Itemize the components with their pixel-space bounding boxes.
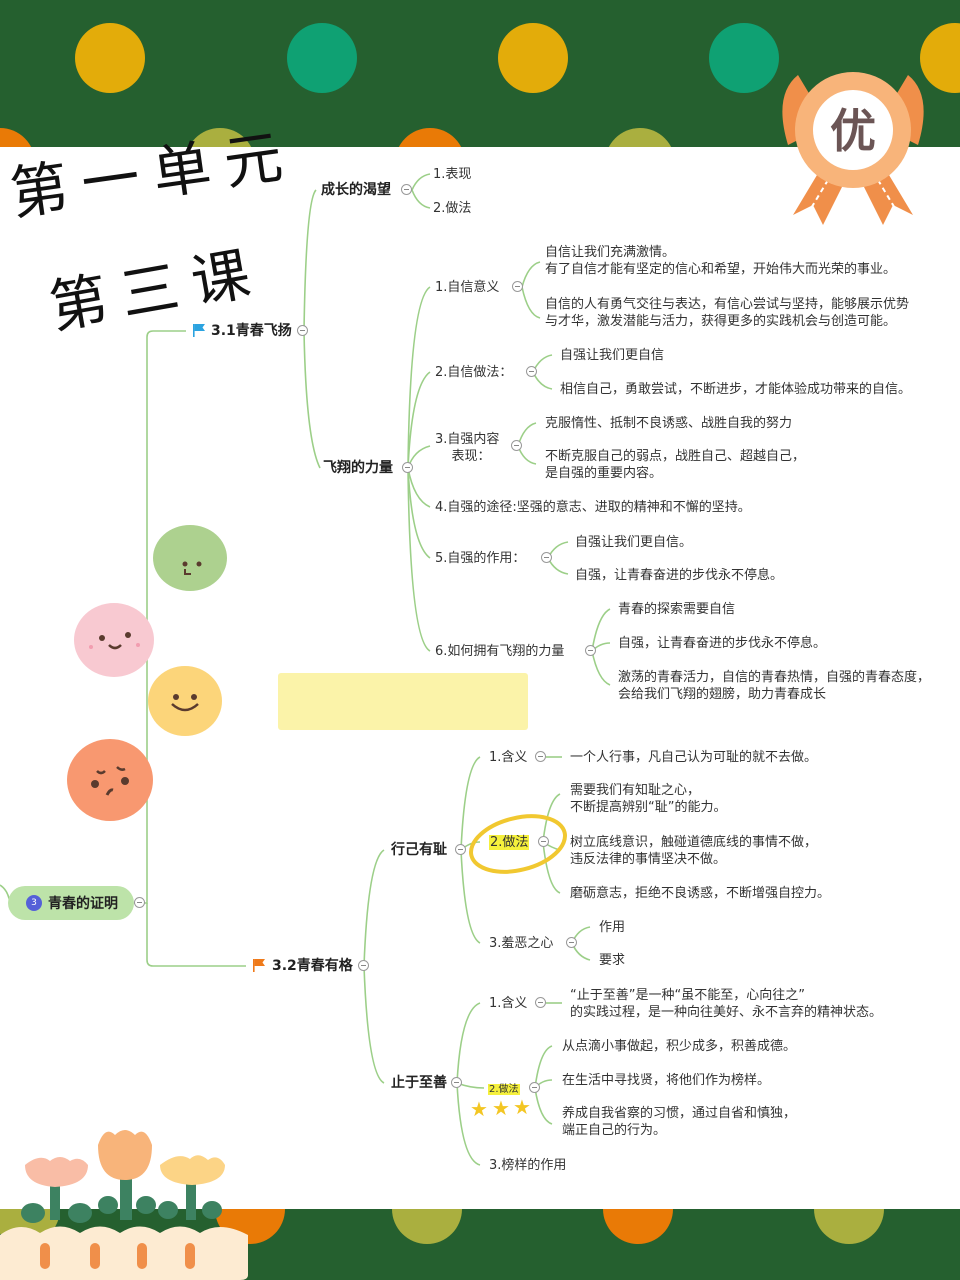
topic-growth-desire[interactable]: 成长的渴望 bbox=[321, 182, 391, 198]
item-node[interactable]: 3.羞恶之心 bbox=[489, 936, 554, 951]
item-node[interactable]: 3.榜样的作用 bbox=[489, 1158, 567, 1173]
tulip-fence-icon bbox=[0, 1130, 248, 1280]
topic-supreme-good[interactable]: 止于至善 bbox=[391, 1075, 447, 1091]
collapse-toggle-icon[interactable] bbox=[297, 325, 308, 336]
dot-teal bbox=[709, 23, 779, 93]
collapse-toggle-icon[interactable] bbox=[134, 897, 145, 908]
item-node[interactable]: 3.自强内容 表现： bbox=[435, 432, 500, 464]
item-node[interactable]: 1.含义 bbox=[489, 996, 528, 1011]
dot-orange bbox=[395, 128, 465, 147]
collapse-toggle-icon[interactable] bbox=[455, 844, 466, 855]
leaf-node[interactable]: 自信的人有勇气交往与表达，有信心尝试与坚持，能够展示优势 与才华，激发潜能与活力… bbox=[545, 297, 910, 329]
leaf-node[interactable]: 青春的探索需要自信 bbox=[618, 602, 736, 617]
item-node[interactable]: 5.自强的作用： bbox=[435, 551, 526, 566]
collapse-toggle-icon[interactable] bbox=[585, 645, 596, 656]
topic-power-to-fly[interactable]: 飞翔的力量 bbox=[323, 460, 393, 476]
collapse-toggle-icon[interactable] bbox=[529, 1082, 540, 1093]
item-node[interactable]: 1.含义 bbox=[489, 750, 528, 765]
leaf-node[interactable]: 树立底线意识，触碰道德底线的事情不做， 违反法律的事情坚决不做。 bbox=[570, 835, 818, 867]
leaf-node[interactable]: 2.做法 bbox=[433, 201, 472, 216]
leaf-node[interactable]: 1.表现 bbox=[433, 167, 472, 182]
collapse-toggle-icon[interactable] bbox=[358, 960, 369, 971]
leaf-node[interactable]: 要求 bbox=[599, 953, 626, 968]
excellent-badge-icon: 优 bbox=[782, 72, 924, 225]
item-node[interactable]: 2.自信做法： bbox=[435, 365, 513, 380]
pink-happy-face-icon bbox=[74, 603, 154, 677]
collapse-toggle-icon[interactable] bbox=[535, 997, 546, 1008]
dot-yellow bbox=[75, 23, 145, 93]
collapse-toggle-icon[interactable] bbox=[566, 937, 577, 948]
collapse-toggle-icon[interactable] bbox=[401, 184, 412, 195]
collapse-toggle-icon[interactable] bbox=[451, 1077, 462, 1088]
leaf-node[interactable]: 自强，让青春奋进的步伐永不停息。 bbox=[575, 568, 784, 583]
leaf-node[interactable]: 从点滴小事做起，积少成多，积善成德。 bbox=[562, 1039, 797, 1054]
yellow-circle-annotation bbox=[469, 814, 567, 874]
dot-olive bbox=[605, 128, 675, 147]
topic-shame[interactable]: 行己有耻 bbox=[391, 842, 447, 858]
dot-yellow bbox=[498, 23, 568, 93]
collapse-toggle-icon[interactable] bbox=[512, 281, 523, 292]
star-icon: ★ bbox=[513, 1095, 531, 1119]
leaf-node[interactable]: 不断克服自己的弱点，战胜自己、超越自己， 是自强的重要内容。 bbox=[545, 449, 806, 481]
collapse-toggle-icon[interactable] bbox=[535, 751, 546, 762]
leaf-node[interactable]: “止于至善”是一种“虽不能至，心向往之” 的实践过程，是一种向往美好、永不言弃的… bbox=[570, 988, 883, 1020]
root-label: 青春的证明 bbox=[48, 896, 118, 912]
collapse-toggle-icon[interactable] bbox=[541, 552, 552, 563]
star-icon: ★ bbox=[492, 1096, 510, 1120]
star-icon: ★ bbox=[470, 1097, 488, 1121]
leaf-node[interactable]: 在生活中寻找贤，将他们作为榜样。 bbox=[562, 1073, 771, 1088]
leaf-node[interactable]: 自信让我们充满激情。 有了自信才能有坚定的信心和希望，开始伟大而光荣的事业。 bbox=[545, 245, 897, 277]
green-neutral-face-icon bbox=[153, 525, 227, 591]
item-node[interactable]: 1.自信意义 bbox=[435, 280, 500, 295]
item-node[interactable]: 6.如何拥有飞翔的力量 bbox=[435, 644, 565, 659]
item-node-highlighted[interactable]: 2.做法 bbox=[489, 835, 530, 850]
leaf-node[interactable]: 一个人行事，凡自己认为可耻的就不去做。 bbox=[570, 750, 818, 765]
branch-3-1-node[interactable]: 3.1青春飞扬 bbox=[211, 323, 292, 339]
leaf-node[interactable]: 作用 bbox=[599, 920, 626, 935]
collapse-toggle-icon[interactable] bbox=[511, 440, 522, 451]
orange-flag-icon bbox=[253, 959, 265, 972]
dot-olive bbox=[185, 128, 255, 147]
leaf-node[interactable]: 自强，让青春奋进的步伐永不停息。 bbox=[618, 636, 827, 651]
root-node[interactable]: 3 青春的证明 bbox=[8, 886, 134, 920]
leaf-node[interactable]: 养成自我省察的习惯，通过自省和慎独， 端正自己的行为。 bbox=[562, 1106, 797, 1138]
highlighter-stroke bbox=[278, 673, 528, 730]
item-node[interactable]: 4.自强的途径:坚强的意志、进取的精神和不懈的坚持。 bbox=[435, 500, 751, 515]
collapse-toggle-icon[interactable] bbox=[402, 462, 413, 473]
root-number-badge: 3 bbox=[26, 895, 42, 911]
item-node-highlighted[interactable]: 2.做法 bbox=[488, 1084, 520, 1095]
leaf-node[interactable]: 需要我们有知耻之心， 不断提高辨别“耻”的能力。 bbox=[570, 783, 727, 815]
leaf-node[interactable]: 磨砺意志，拒绝不良诱惑，不断增强自控力。 bbox=[570, 886, 831, 901]
orange-angry-face-icon bbox=[67, 739, 153, 821]
leaf-node[interactable]: 激荡的青春活力，自信的青春热情，自强的青春态度， 会给我们飞翔的翅膀，助力青春成… bbox=[618, 670, 931, 702]
top-dotted-band bbox=[0, 0, 960, 147]
branch-3-2-node[interactable]: 3.2青春有格 bbox=[272, 958, 353, 974]
leaf-node[interactable]: 相信自己，勇敢尝试，不断进步，才能体验成功带来的自信。 bbox=[560, 382, 912, 397]
collapse-toggle-icon[interactable] bbox=[538, 836, 549, 847]
yellow-smile-face-icon bbox=[148, 666, 222, 736]
leaf-node[interactable]: 自强让我们更自信 bbox=[560, 348, 665, 363]
svg-text:优: 优 bbox=[830, 104, 876, 158]
leaf-node[interactable]: 自强让我们更自信。 bbox=[575, 535, 693, 550]
leaf-node[interactable]: 克服惰性、抵制不良诱惑、战胜自我的努力 bbox=[545, 416, 793, 431]
collapse-toggle-icon[interactable] bbox=[526, 366, 537, 377]
dot-teal bbox=[287, 23, 357, 93]
blue-flag-icon bbox=[193, 324, 205, 337]
